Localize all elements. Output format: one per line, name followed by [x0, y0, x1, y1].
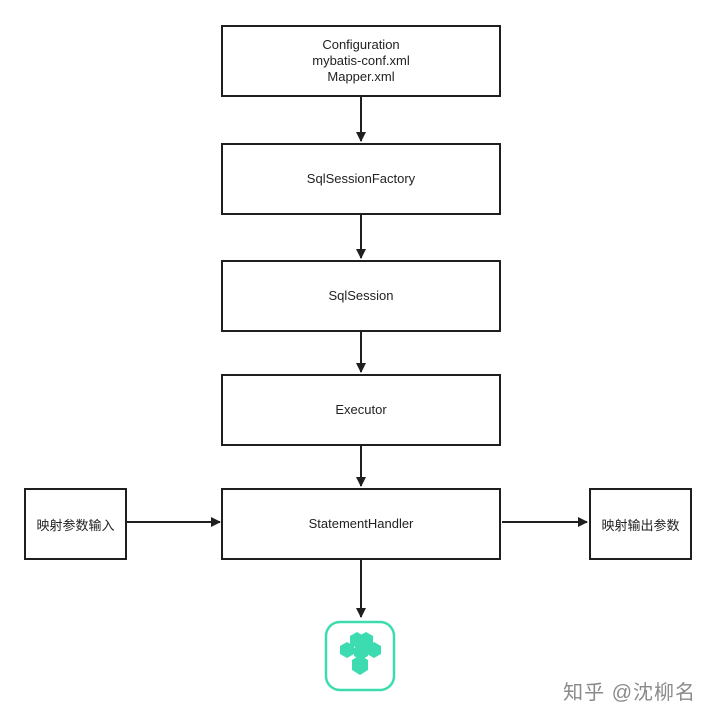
configuration-box: Configuration mybatis-conf.xml Mapper.xm…	[221, 25, 501, 97]
output-mapping-label: 映射输出参数	[601, 517, 680, 533]
executor-box: Executor	[221, 374, 501, 446]
sqlsession-label: SqlSession	[328, 288, 394, 303]
statementhandler-box: StatementHandler	[221, 488, 501, 560]
config-file-name: mybatis-conf.xml	[312, 53, 410, 68]
mapper-file-name: Mapper.xml	[327, 69, 395, 84]
statementhandler-label: StatementHandler	[308, 516, 414, 531]
sqlsessionfactory-label: SqlSessionFactory	[306, 171, 416, 186]
database-hexagon-icon	[324, 620, 396, 692]
input-mapping-box: 映射参数输入	[24, 488, 127, 560]
sqlsessionfactory-box: SqlSessionFactory	[221, 143, 501, 215]
configuration-title: Configuration	[322, 37, 400, 52]
sqlsession-box: SqlSession	[221, 260, 501, 332]
output-mapping-box: 映射输出参数	[589, 488, 692, 560]
watermark-text: 知乎 @沈柳名	[563, 682, 696, 704]
input-mapping-label: 映射参数输入	[36, 517, 115, 533]
executor-label: Executor	[335, 402, 387, 417]
